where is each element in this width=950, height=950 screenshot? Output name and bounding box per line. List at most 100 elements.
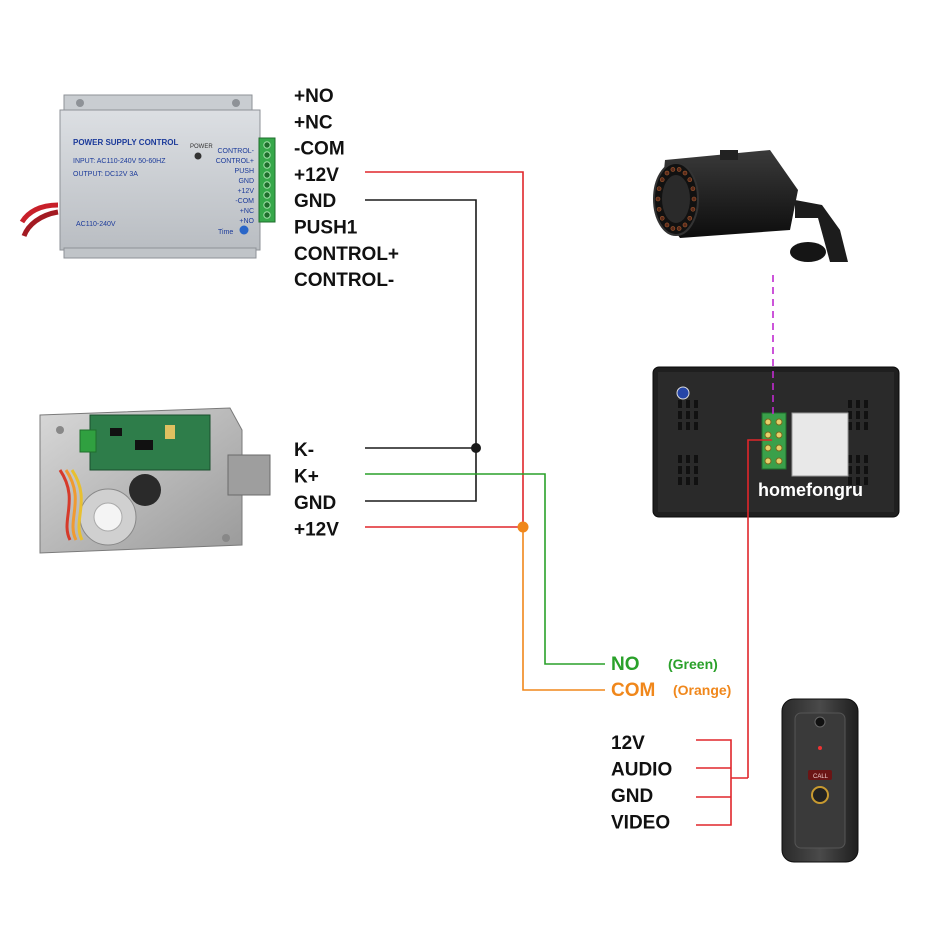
psu-terminal-minuscom: -COM — [294, 139, 345, 160]
ir-led — [655, 196, 661, 202]
ir-led — [682, 222, 688, 228]
monitor-terminal-pin[interactable] — [775, 431, 783, 439]
lock-motor — [129, 474, 161, 506]
psu-body — [59, 109, 261, 251]
vent-slot — [694, 400, 698, 408]
monitor-terminal-pin[interactable] — [764, 431, 772, 439]
psu-terminal-controlplus: CONTROL+ — [294, 244, 399, 265]
ir-led — [659, 215, 665, 221]
wires — [365, 171, 774, 826]
vent-slot — [856, 400, 860, 408]
vent-slot — [848, 477, 852, 485]
doorbell-terminal-12v: 12V — [611, 733, 645, 754]
terminal-screw-plusnc[interactable] — [263, 201, 271, 209]
lock-wire — [70, 469, 84, 541]
ir-led — [691, 196, 697, 202]
psu-panel-label-controlminus: CONTROL- — [217, 148, 254, 155]
psu-panel-label-minuscom: -COM — [235, 198, 254, 205]
ir-led — [676, 167, 682, 172]
monitor-terminal-pin[interactable] — [775, 457, 783, 465]
camera-lens-icon — [662, 175, 690, 223]
lock-terminal-kplus: K+ — [294, 467, 319, 488]
psu-terminal-plus12v: +12V — [294, 165, 339, 186]
psu-time-label: Time — [218, 229, 233, 236]
terminal-screw-controlminus[interactable] — [263, 141, 271, 149]
call-button[interactable] — [808, 770, 832, 780]
terminal-block — [258, 137, 276, 223]
lock-wire — [58, 469, 72, 541]
lock-terminal-labels: K-K+GND+12V — [294, 440, 339, 541]
psu-panel-label-gnd: GND — [238, 178, 254, 185]
psu-input-spec: INPUT: AC110-240V 50-60HZ — [73, 158, 166, 165]
ir-led — [664, 170, 670, 176]
terminal-screw-push[interactable] — [263, 161, 271, 169]
screw-hole — [56, 426, 64, 434]
terminal-screw-plusno[interactable] — [263, 211, 271, 219]
lock-gear-hub — [93, 502, 123, 532]
monitor-terminal-pin[interactable] — [775, 418, 783, 426]
wire-no-green — [365, 473, 605, 665]
mains-cable-dark — [21, 209, 59, 238]
psu-panel-label-plusno: +NO — [239, 218, 254, 225]
doorbell-terminal-gnd: GND — [611, 786, 653, 807]
vent-slot — [694, 422, 698, 430]
psu-terminal-plusno: +NO — [294, 86, 334, 107]
ir-led — [676, 226, 682, 231]
vent-slot — [848, 466, 852, 474]
monitor-terminal-pin[interactable] — [764, 457, 772, 465]
monitor-terminal-pin[interactable] — [764, 444, 772, 452]
camera-bracket — [795, 200, 848, 262]
terminal-screw-plus12v[interactable] — [263, 181, 271, 189]
vent-slot — [678, 455, 682, 463]
monitor-output-labels: NO (Green) COM (Orange) — [611, 654, 731, 701]
psu-title: POWER SUPPLY CONTROL — [73, 138, 178, 147]
time-knob-icon[interactable] — [239, 225, 249, 235]
psu-output-spec: OUTPUT: DC12V 3A — [73, 171, 138, 178]
vent-slot — [686, 411, 690, 419]
ir-led — [687, 215, 693, 221]
psu-bracket-top — [63, 94, 253, 113]
camera-mount-base — [790, 242, 826, 262]
chip — [135, 440, 153, 450]
ir-led — [656, 206, 662, 212]
monitor-terminal-pin[interactable] — [775, 444, 783, 452]
vent-slot — [694, 455, 698, 463]
vent-slot — [686, 477, 690, 485]
vent-slot — [694, 466, 698, 474]
psu-bracket-bottom — [63, 247, 257, 259]
vent-slot — [678, 477, 682, 485]
doorbell-faceplate — [794, 712, 846, 849]
call-button-label: CALL — [813, 774, 829, 780]
terminal-screw-gnd[interactable] — [263, 171, 271, 179]
lock-terminal-block — [79, 429, 97, 453]
vent-slot — [686, 466, 690, 474]
terminal-screw-minuscom[interactable] — [263, 191, 271, 199]
doorbell-unit: CALL — [781, 698, 859, 863]
screw-hole — [76, 99, 84, 107]
vent-slot — [856, 411, 860, 419]
psu-panel-label-controlplus: CONTROL+ — [216, 158, 254, 165]
terminal-screw-controlplus[interactable] — [263, 151, 271, 159]
vent-slot — [864, 466, 868, 474]
vent-slot — [864, 455, 868, 463]
electric-lock — [39, 407, 271, 554]
vent-slot — [678, 411, 682, 419]
wire-com-orange — [522, 527, 605, 691]
psu-terminal-controlminus: CONTROL- — [294, 270, 394, 291]
monitor-terminal-pin[interactable] — [764, 418, 772, 426]
vent-slot — [848, 455, 852, 463]
ir-led — [670, 226, 676, 231]
psu-terminal-gnd: GND — [294, 191, 336, 212]
wire-psu-gnd — [365, 199, 477, 502]
doorbell-camera-icon — [814, 716, 826, 728]
vent-slot — [694, 477, 698, 485]
lock-terminal-gnd: GND — [294, 493, 336, 514]
monitor-badge-icon — [676, 386, 690, 400]
vent-slot — [864, 422, 868, 430]
lock-terminal-plus12v: +12V — [294, 520, 339, 541]
wire-psu-12v — [365, 171, 524, 527]
camera-ir-leds — [655, 167, 697, 231]
vent-slot — [678, 400, 682, 408]
